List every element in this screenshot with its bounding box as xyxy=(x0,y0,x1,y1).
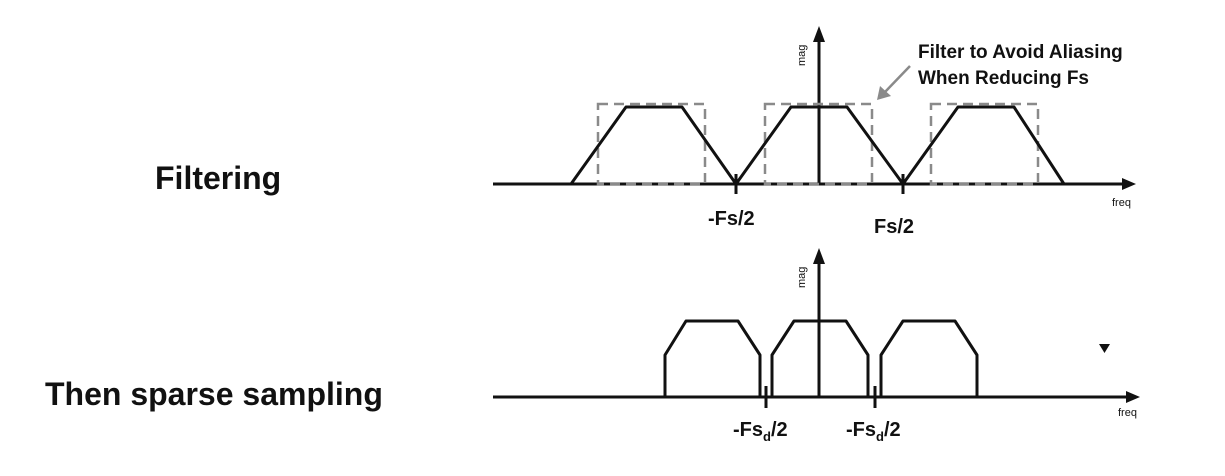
bottom-x-axis-label: freq xyxy=(1118,407,1137,419)
top-tick-right-label: Fs/2 xyxy=(874,216,914,238)
cursor-marker-icon xyxy=(1099,344,1110,353)
bottom-y-axis-label: mag xyxy=(796,267,808,288)
bottom-x-axis-arrow xyxy=(1126,391,1140,403)
bottom-replica-center xyxy=(770,319,870,397)
top-replica-center xyxy=(734,105,905,185)
top-tick-left-label: -Fs/2 xyxy=(708,208,755,230)
top-y-axis-arrow xyxy=(813,26,825,42)
filter-box-right xyxy=(929,102,1040,186)
callout-line-2: When Reducing Fs xyxy=(918,68,1089,89)
callout-arrow xyxy=(884,65,911,93)
bottom-y-axis-arrow xyxy=(813,248,825,264)
top-replica-left xyxy=(569,105,738,185)
filter-box-left xyxy=(596,102,707,186)
top-diagram: mag freq -Fs/2 Fs/2 Filter to Avoid Alia… xyxy=(493,26,1136,238)
bottom-diagram: mag freq -Fsd/2 -Fsd/2 xyxy=(493,248,1140,444)
top-y-axis-label: mag xyxy=(796,45,808,66)
top-x-axis-arrow xyxy=(1122,178,1136,190)
bottom-replica-right xyxy=(879,319,979,397)
bottom-tick-right-label: -Fsd/2 xyxy=(846,419,901,444)
bottom-replica-left xyxy=(663,319,762,397)
bottom-tick-left-label: -Fsd/2 xyxy=(733,419,788,444)
filtering-label: Filtering xyxy=(155,160,282,196)
filter-box-center xyxy=(763,102,874,186)
top-replica-right xyxy=(901,105,1066,185)
callout-arrow-head xyxy=(877,86,891,100)
sparse-sampling-label: Then sparse sampling xyxy=(45,376,383,412)
top-x-axis-label: freq xyxy=(1112,197,1131,209)
callout-line-1: Filter to Avoid Aliasing xyxy=(918,42,1123,63)
